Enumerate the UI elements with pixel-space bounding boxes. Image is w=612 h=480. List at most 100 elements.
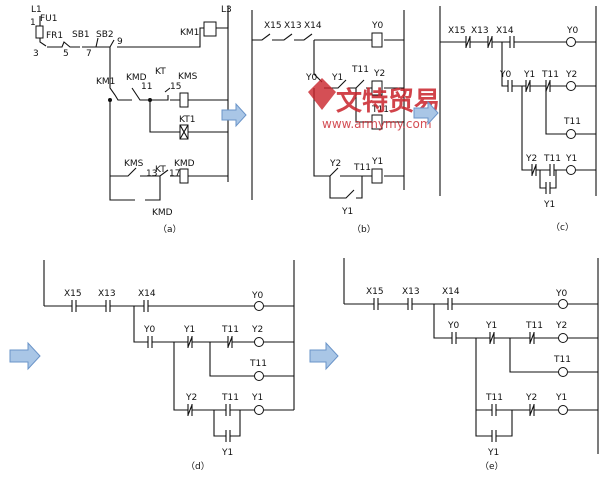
label-y2-coil: Y2 — [373, 69, 385, 79]
km1-coil — [203, 21, 217, 37]
y0-coil — [558, 299, 568, 309]
label-y1-coil: Y1 — [251, 393, 263, 403]
panel-c: X15 X13 X14 Y0 Y0 Y1 T11 Y2 T11 Y2 T11 Y… — [439, 6, 597, 233]
arrow-a-to-b — [221, 102, 247, 128]
panel-c-wiring — [439, 6, 597, 196]
label-kmd-coil: KMD — [174, 159, 195, 169]
panel-d-contacts — [71, 300, 233, 442]
caption-e: （e） — [480, 461, 504, 472]
label-y1-contact: Y1 — [485, 321, 497, 331]
label-y1-contact: Y1 — [331, 73, 343, 83]
label-y2-coil: Y2 — [565, 70, 577, 80]
label-l1: L1 — [31, 5, 42, 15]
label-t11-bottom: T11 — [543, 154, 561, 164]
junction-dot-2 — [148, 98, 152, 102]
panel-e-contacts — [373, 298, 535, 442]
label-t11-coil: T11 — [249, 359, 267, 369]
label-x13: X13 — [402, 287, 420, 297]
label-node-9: 9 — [117, 37, 123, 47]
arrow-b-to-c — [413, 100, 439, 126]
label-node-1: 1 — [30, 18, 36, 28]
kt1-coil-mark-2 — [179, 124, 189, 140]
label-kmd-contact: KMD — [126, 73, 147, 83]
arrow-c-to-d — [9, 341, 41, 371]
y1-coil — [254, 405, 264, 415]
t11-coil — [558, 367, 568, 377]
label-x15: X15 — [448, 26, 466, 36]
label-y1-bottom: Y1 — [487, 448, 499, 458]
label-km1-coil: KM1 — [180, 28, 199, 38]
panel-b-wiring — [251, 10, 405, 200]
label-l3: L3 — [221, 5, 232, 15]
label-y2-contact: Y2 — [525, 393, 537, 403]
y1-coil — [558, 405, 568, 415]
label-y1-coil: Y1 — [555, 393, 567, 403]
label-node-7: 7 — [86, 49, 92, 59]
y2-coil — [254, 337, 264, 347]
panel-a: L1 L3 FU1 1 3 FR1 5 SB1 7 SB2 9 KM1 KM1 … — [30, 5, 232, 235]
label-node-11: 11 — [141, 82, 152, 92]
label-sb1: SB1 — [72, 30, 90, 40]
label-t11-contact: T11 — [541, 70, 559, 80]
label-y0-contact: Y0 — [447, 321, 459, 331]
t11-coil — [566, 129, 576, 139]
watermark-logo — [308, 78, 336, 110]
label-t11-contact: T11 — [525, 321, 543, 331]
y2-coil — [566, 81, 576, 91]
fu1-fuse — [35, 25, 44, 39]
panel-c-contacts — [465, 36, 555, 194]
label-t11-bottom: T11 — [353, 163, 371, 173]
label-y0-contact: Y0 — [305, 73, 317, 83]
caption-c: （c） — [551, 222, 574, 233]
label-node-3: 3 — [33, 49, 39, 59]
label-y1-bottom: Y1 — [221, 448, 233, 458]
label-y2-coil: Y2 — [555, 321, 567, 331]
label-y1-bottom: Y1 — [341, 207, 353, 217]
label-y1-contact: Y1 — [523, 70, 535, 80]
y1-coil — [566, 165, 576, 175]
label-x15: X15 — [264, 21, 282, 31]
label-y1-coil: Y1 — [565, 154, 577, 164]
caption-b: （b） — [352, 224, 376, 235]
panel-d: X15 X13 X14 Y0 Y0 Y1 T11 Y2 T11 Y2 T11 Y… — [43, 260, 295, 472]
label-x15: X15 — [64, 289, 82, 299]
label-y1-coil: Y1 — [371, 157, 383, 167]
label-sb2: SB2 — [96, 30, 114, 40]
label-y0-coil: Y0 — [566, 26, 578, 36]
label-fr1: FR1 — [46, 31, 63, 41]
label-y2-contact: Y2 — [185, 393, 197, 403]
label-y0-coil: Y0 — [251, 291, 263, 301]
y0-coil — [371, 32, 383, 48]
caption-d: （d） — [186, 461, 210, 472]
label-kms-contact: KMS — [124, 159, 144, 169]
label-x14: X14 — [496, 26, 514, 36]
label-x14: X14 — [138, 289, 156, 299]
label-node-5: 5 — [63, 49, 69, 59]
y2-coil — [558, 333, 568, 343]
label-t11-coil: T11 — [553, 355, 571, 365]
label-kmd-contact-bottom: KMD — [152, 208, 173, 218]
y1-coil — [371, 168, 383, 184]
panel-d-wiring — [43, 260, 295, 437]
label-x14: X14 — [442, 287, 460, 297]
label-fu1: FU1 — [40, 14, 58, 24]
label-y0-coil: Y0 — [555, 289, 567, 299]
label-t11-bottom: T11 — [221, 393, 239, 403]
label-kt-contact: KT — [155, 67, 166, 77]
kms-coil — [179, 92, 189, 108]
t11-coil — [254, 371, 264, 381]
panel-a-top-wiring — [39, 6, 229, 48]
y0-coil — [254, 301, 264, 311]
label-kt1-coil: KT1 — [179, 115, 195, 125]
watermark-url: www.armymy.com — [322, 117, 432, 131]
label-t11-contact: T11 — [351, 65, 369, 75]
watermark: 文特贸易 www.armymy.com — [308, 78, 440, 131]
panel-e-wiring — [343, 258, 599, 454]
label-x13: X13 — [98, 289, 116, 299]
label-y2-contact: Y2 — [525, 154, 537, 164]
label-x15: X15 — [366, 287, 384, 297]
label-x14: X14 — [304, 21, 322, 31]
label-node-15: 15 — [170, 82, 181, 92]
label-kt-contact-bottom: KT — [155, 165, 166, 175]
